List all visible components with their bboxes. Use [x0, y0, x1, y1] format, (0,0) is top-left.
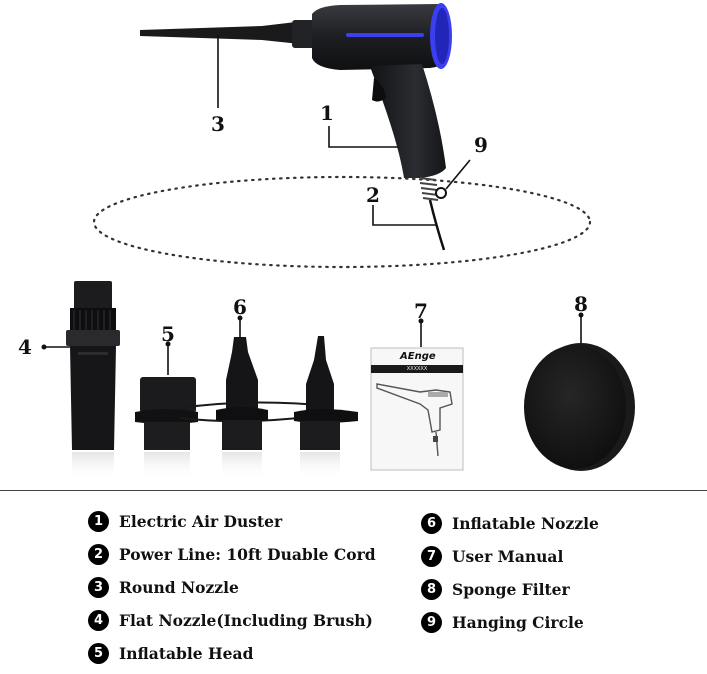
legend-label: Round Nozzle [119, 577, 239, 597]
legend-item-3: 3 Round Nozzle [88, 576, 239, 598]
sponge-filter [524, 343, 635, 471]
legend-item-1: 1 Electric Air Duster [88, 510, 282, 532]
legend-item-5: 5 Inflatable Head [88, 642, 253, 664]
callout-6: 6 [233, 295, 247, 319]
legend-badge: 8 [421, 578, 442, 600]
legend-badge: 1 [88, 510, 109, 532]
legend-label: Sponge Filter [452, 579, 570, 599]
legend-item-2: 2 Power Line: 10ft Duable Cord [88, 543, 376, 565]
legend-badge: 7 [421, 545, 442, 567]
inflatable-head [135, 377, 198, 480]
callout-1: 1 [320, 101, 334, 125]
flat-nozzle [66, 281, 120, 482]
legend-badge: 2 [88, 543, 109, 565]
divider [0, 490, 707, 491]
legend-label: Flat Nozzle(Including Brush) [119, 610, 373, 630]
manual-brand: AEnge [400, 351, 436, 362]
leader-dots [41, 312, 584, 350]
callout-8: 8 [574, 292, 588, 316]
legend-badge: 9 [421, 611, 442, 633]
legend-label: User Manual [452, 546, 564, 566]
round-nozzle [140, 22, 300, 44]
legend-badge: 4 [88, 609, 109, 631]
inflatable-nozzle-b [294, 336, 358, 480]
legend-item-4: 4 Flat Nozzle(Including Brush) [88, 609, 373, 631]
legend-label: Hanging Circle [452, 612, 584, 632]
dotted-ellipse [92, 175, 592, 269]
legend-badge: 3 [88, 576, 109, 598]
callout-2: 2 [366, 183, 380, 207]
legend-item-7: 7 User Manual [421, 545, 563, 567]
leader-lines [44, 35, 582, 375]
legend-label: Inflatable Nozzle [452, 513, 599, 533]
legend-item-9: 9 Hanging Circle [421, 611, 584, 633]
callout-7: 7 [414, 299, 428, 323]
legend-badge: 5 [88, 642, 109, 664]
electric-air-duster [140, 3, 452, 251]
callout-9: 9 [474, 133, 488, 157]
manual-model: XXXXXX [406, 366, 428, 372]
callout-4: 4 [18, 335, 32, 359]
legend-item-6: 6 Inflatable Nozzle [421, 512, 599, 534]
callout-3: 3 [211, 112, 225, 136]
legend-item-8: 8 Sponge Filter [421, 578, 570, 600]
legend-label: Electric Air Duster [119, 511, 283, 531]
legend-label: Power Line: 10ft Duable Cord [119, 544, 376, 564]
power-cord [428, 199, 446, 251]
legend-badge: 6 [421, 512, 442, 534]
legend-label: Inflatable Head [119, 643, 254, 663]
hanging-circle [435, 187, 447, 199]
inflatable-nozzle-a [216, 337, 268, 480]
callout-5: 5 [161, 322, 175, 346]
user-manual [370, 347, 464, 471]
